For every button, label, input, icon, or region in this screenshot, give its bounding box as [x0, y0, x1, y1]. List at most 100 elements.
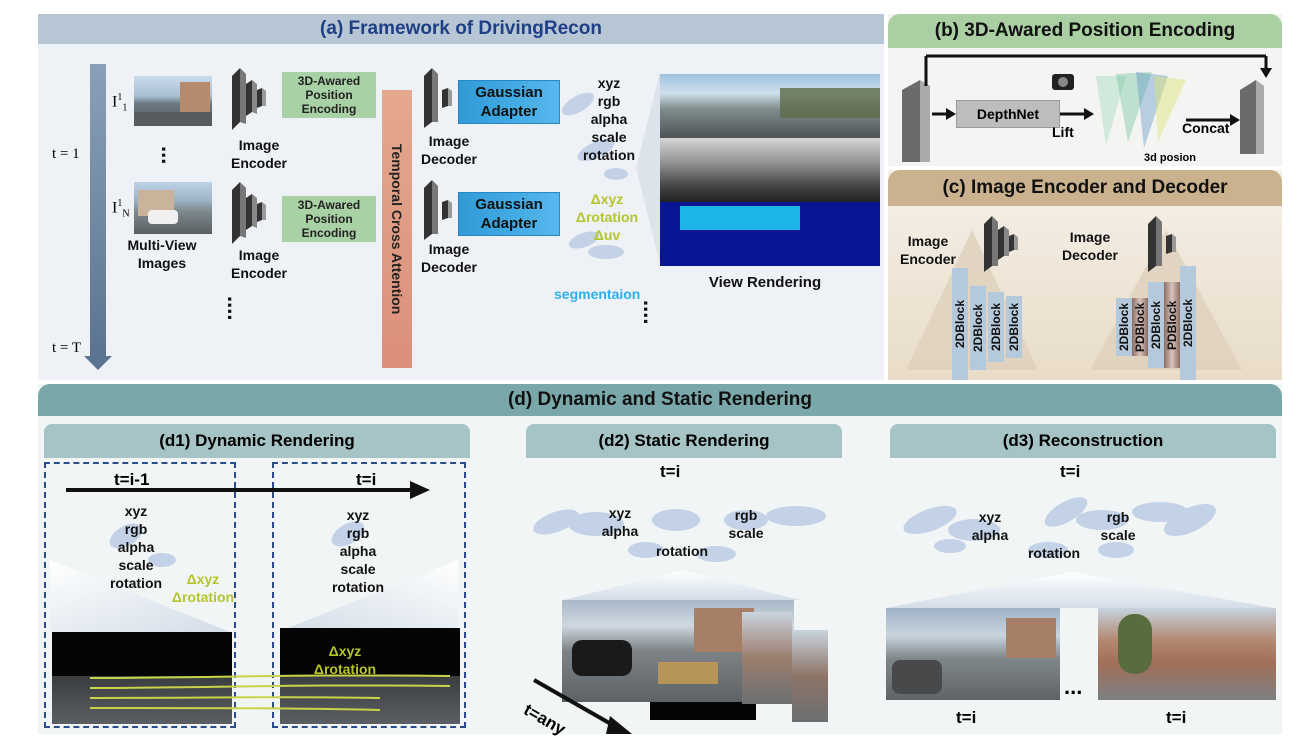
view-rendering-label: View Rendering: [708, 274, 822, 291]
gaussian-adapter-top: Gaussian Adapter: [458, 80, 560, 124]
d1-box-prev: [44, 462, 236, 728]
decoders-ellipsis: ....: [639, 300, 664, 325]
d2-render-side-2: [792, 630, 828, 722]
position-encoding-box-bottom: 3D-Awared Position Encoding: [282, 196, 376, 242]
d1-attr-right-1: rgb: [346, 525, 370, 541]
d2-t-label: t=i: [660, 462, 681, 481]
image-label-first-main: I: [112, 93, 118, 111]
rendering-fan: [636, 72, 660, 264]
encoder-icon-c: [984, 216, 1018, 272]
encoder-label-c: Image Encoder: [899, 233, 956, 267]
decoder-label-c: Image Decoder: [1061, 229, 1119, 263]
decoder-icon-c: [1148, 216, 1176, 272]
image-decoder-label-top: Image Decoder: [420, 133, 478, 167]
panel-a-title: (a) Framework of DrivingRecon: [38, 14, 884, 44]
gaussian-adapter-bottom: Gaussian Adapter: [458, 192, 560, 236]
d1-attr-right-0: xyz: [346, 507, 370, 523]
d2-xyz-alpha: xyz alpha: [601, 505, 639, 539]
attr-top-4: rotation: [582, 147, 636, 163]
lift-label: Lift: [1052, 124, 1074, 140]
d1-delta-right: Δxyz Δrotation: [313, 643, 377, 677]
render-rgb: [660, 74, 880, 138]
d3-blobs: [903, 497, 1216, 558]
time-end-label: t = T: [52, 340, 82, 356]
d2-rgb-scale: rgb scale: [728, 507, 764, 541]
images-ellipsis: ...: [157, 146, 182, 165]
d3-render-left-building: [1006, 618, 1056, 658]
panel-d-title: (d) Dynamic and Static Rendering: [38, 384, 1282, 416]
d1-attr-left-4: rotation: [109, 575, 163, 591]
d1-flow-lines: [90, 674, 451, 711]
d3-t-left: t=i: [956, 708, 977, 727]
attr-top-2: alpha: [590, 111, 628, 127]
encoder-block-3: 2DBlock: [1006, 296, 1022, 358]
d2-render-main-lane: [658, 662, 718, 684]
panel-c-title: (c) Image Encoder and Decoder: [888, 170, 1282, 206]
d3-rgb-scale: rgb scale: [1100, 509, 1136, 543]
input-image-last-car: [148, 210, 178, 224]
decoder-block-1: 2DBlock: [1148, 282, 1164, 368]
d1-attr-left-1: rgb: [124, 521, 148, 537]
d1-t-prev: t=i-1: [114, 470, 150, 489]
d1-box-curr: [272, 462, 466, 728]
decoder-pdblock-0: PDBlock: [1132, 298, 1148, 356]
image-label-last-sub: N: [122, 208, 130, 220]
encoder-block-2: 2DBlock: [988, 292, 1004, 362]
d1-title: (d1) Dynamic Rendering: [44, 424, 470, 458]
attr-top-3: scale: [591, 129, 627, 145]
image-label-last: I1N: [112, 198, 130, 220]
render-segmentation-region: [680, 206, 800, 230]
attr-top-0: xyz: [597, 75, 621, 91]
temporal-cross-attention-bar: [382, 90, 412, 368]
gaussian-blobs-a: [561, 92, 628, 259]
d1-attrs-left: xyz rgb alpha scale rotation: [96, 502, 176, 592]
d1-blobs: [109, 521, 365, 567]
encoders-ellipsis: ....: [223, 296, 248, 321]
d1-attr-left-0: xyz: [124, 503, 148, 519]
panel-b-title: (b) 3D-Awared Position Encoding: [888, 14, 1282, 48]
render-depth: [660, 138, 880, 202]
encoder-block-0: 2DBlock: [952, 268, 968, 380]
image-encoder-icon-top: [232, 68, 266, 130]
input-image-last: [134, 182, 212, 234]
d3-ellipsis: ...: [1064, 674, 1083, 699]
render-segmentation: [660, 202, 880, 266]
attr-top-1: rgb: [597, 93, 621, 109]
image-decoder-label-bottom: Image Decoder: [420, 241, 478, 275]
d1-attrs-right: xyz rgb alpha scale rotation: [318, 506, 398, 596]
concat-label: Concat: [1182, 120, 1230, 136]
position-encoding-box-top: 3D-Awared Position Encoding: [282, 72, 376, 118]
d3-render-right-tree: [1118, 614, 1152, 674]
input-image-first-road: [134, 112, 212, 126]
image-label-first-sup: 1: [117, 92, 123, 103]
d2-blobs: [533, 506, 826, 562]
temporal-cross-attention-label: Temporal Cross Attention: [389, 143, 405, 315]
panel-b: (b) 3D-Awared Position Encoding: [888, 14, 1282, 166]
d3-xyz-alpha: xyz alpha: [971, 509, 1009, 543]
image-label-first: I11: [112, 92, 127, 114]
time-start-label: t = 1: [52, 146, 80, 162]
d3-t-right: t=i: [1166, 708, 1187, 727]
encoder-block-1: 2DBlock: [970, 286, 986, 370]
attr-bottom-2: Δuv: [593, 227, 621, 243]
input-image-first-building: [180, 82, 210, 112]
pos-caption: 3d posion: [1144, 152, 1196, 164]
d2-any-arrow: [533, 678, 632, 734]
d3-render-left-car: [892, 660, 942, 694]
d3-title: (d3) Reconstruction: [890, 424, 1276, 458]
image-label-first-sub: 1: [122, 102, 128, 114]
image-label-last-sup: 1: [117, 198, 123, 209]
d1-attr-left-2: alpha: [117, 539, 155, 555]
decoder-block-0: 2DBlock: [1116, 298, 1132, 356]
image-encoder-icon-bottom: [232, 182, 266, 244]
render-rgb-trees: [780, 88, 880, 118]
image-label-last-main: I: [112, 199, 118, 217]
image-encoder-label-bottom: Image Encoder: [230, 247, 287, 281]
segmentation-label: segmentaion: [554, 286, 641, 302]
d1-delta-left: Δxyz Δrotation: [171, 571, 235, 605]
attrs-top-list: xyz rgb alpha scale rotation: [572, 74, 646, 164]
panel-b-diagram: [902, 54, 1272, 162]
d2-render-side-1: [742, 612, 792, 704]
time-axis-arrowhead: [84, 356, 112, 370]
decoder-pdblock-1: PDBlock: [1164, 282, 1180, 368]
